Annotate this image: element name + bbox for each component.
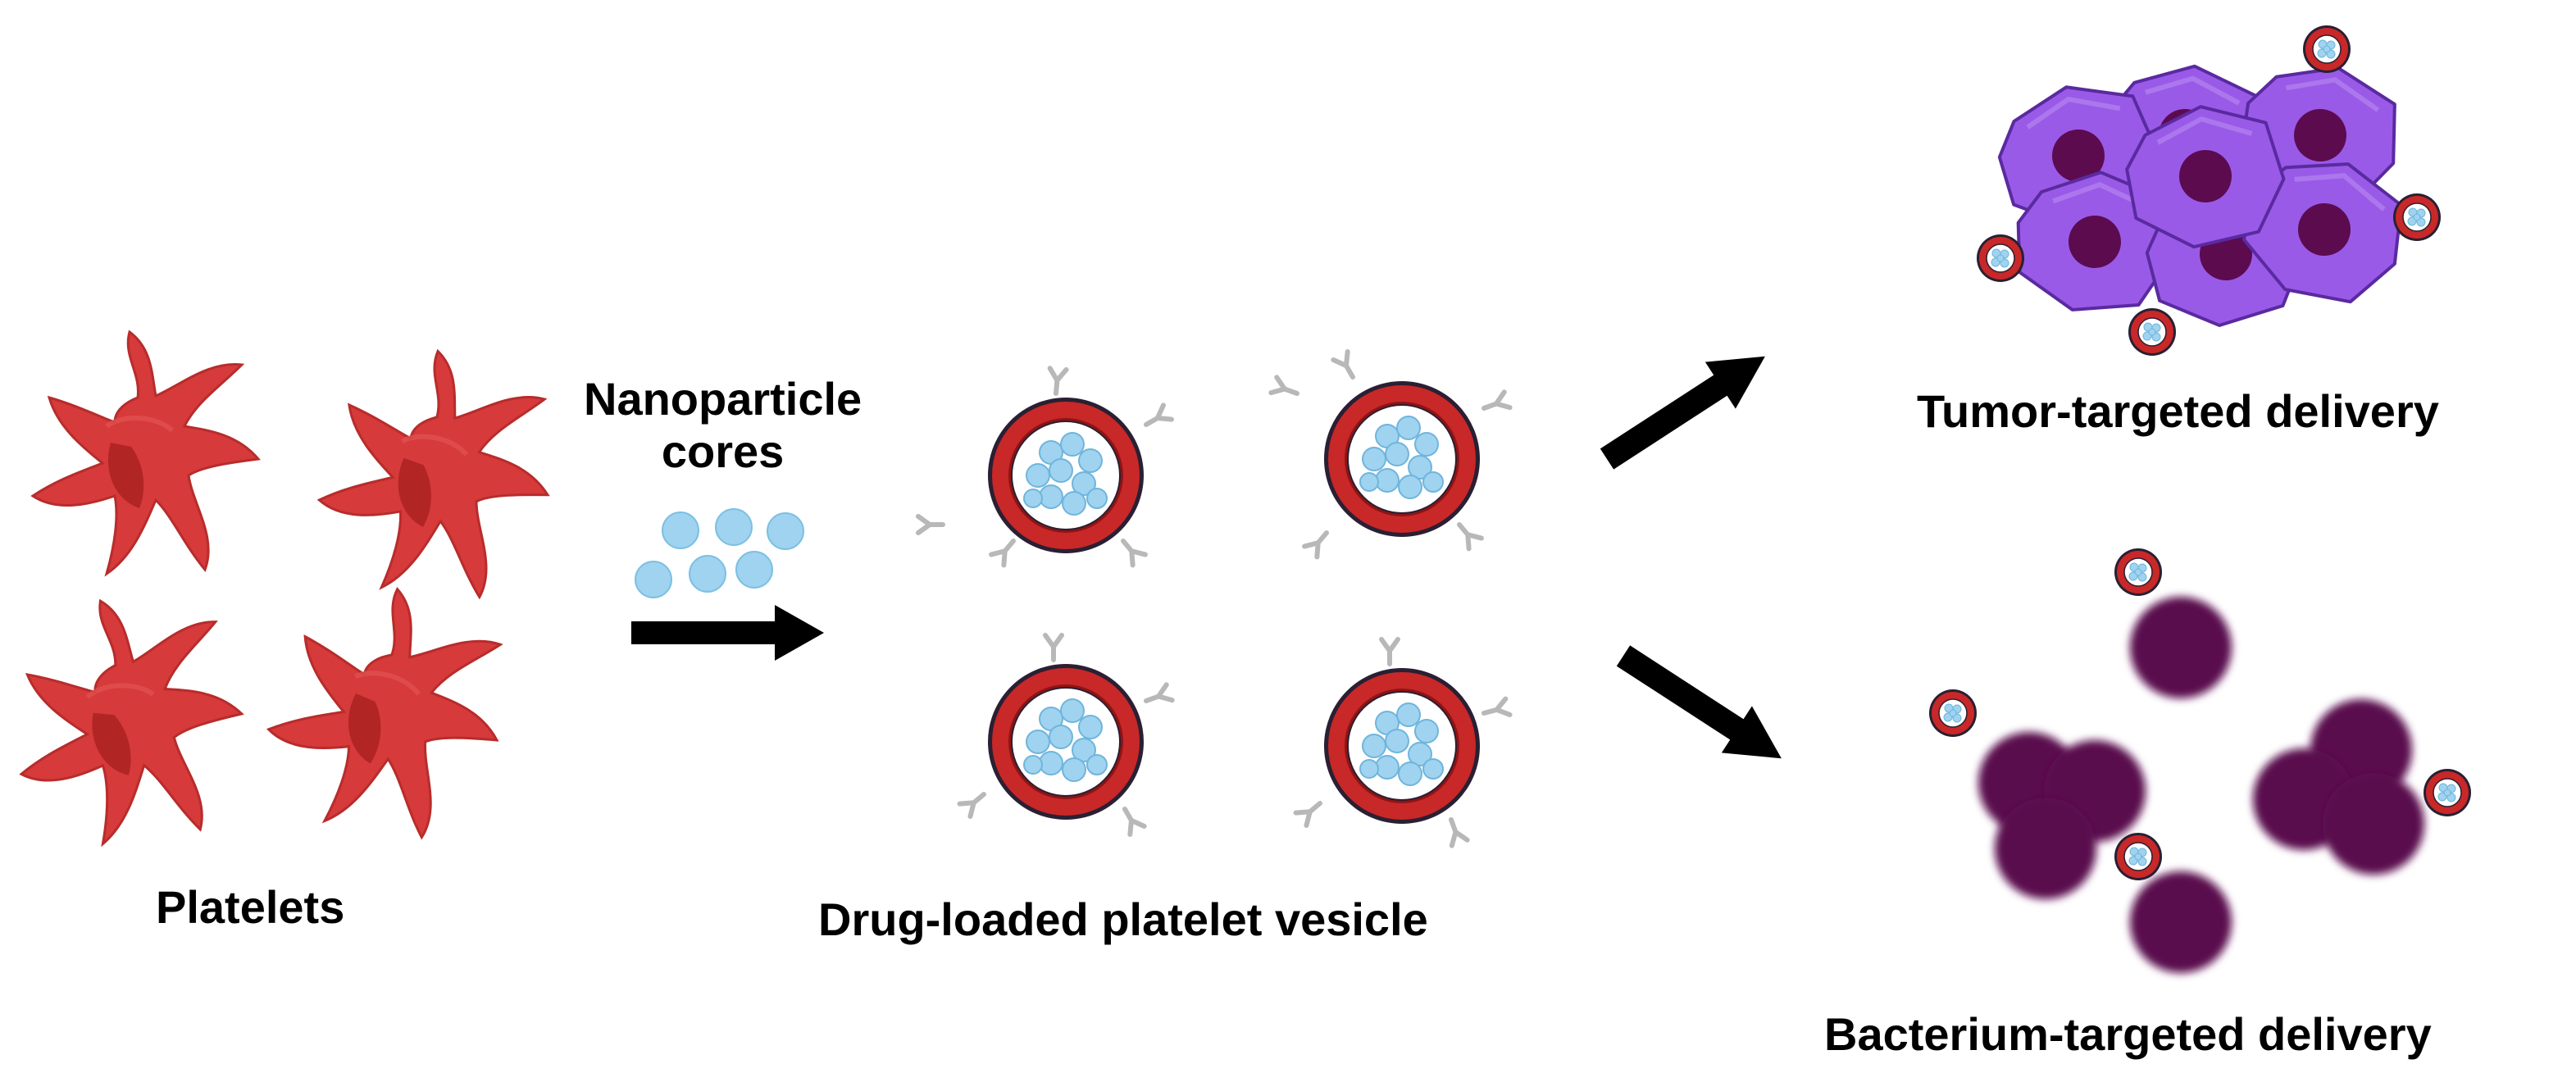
vesicle — [960, 635, 1172, 834]
small-vesicle — [2392, 193, 2442, 242]
bacterium — [1995, 798, 2096, 899]
nanoparticle-cores — [635, 508, 804, 598]
arrow-to-tumor — [1600, 356, 1765, 470]
tumor-cluster — [1990, 48, 2422, 334]
label-nanoparticle-line2: cores — [661, 425, 785, 478]
label-nanoparticle-cores: Nanoparticle cores — [584, 373, 862, 479]
platelet-group — [4, 332, 565, 852]
label-nanoparticle-line1: Nanoparticle — [584, 373, 862, 425]
small-vesicle — [2114, 548, 2163, 597]
small-vesicle — [1976, 234, 2025, 283]
platelet — [308, 338, 565, 608]
arrow-to-vesicle — [631, 605, 824, 661]
vesicle — [1271, 352, 1509, 557]
vesicle — [918, 368, 1172, 565]
platelet — [33, 332, 258, 574]
small-vesicle — [2114, 832, 2163, 881]
small-vesicle — [1928, 689, 1978, 738]
label-bacterium: Bacterium-targeted delivery — [1824, 1008, 2432, 1060]
label-platelets: Platelets — [156, 881, 345, 933]
small-vesicle — [2128, 307, 2177, 357]
platelet — [253, 569, 523, 852]
small-vesicle — [2423, 768, 2472, 817]
label-tumor: Tumor-targeted delivery — [1917, 385, 2439, 437]
bacterium — [2323, 773, 2424, 875]
bacteria-group — [1978, 597, 2424, 973]
vesicle — [1296, 639, 1510, 846]
label-vesicle: Drug-loaded platelet vesicle — [818, 893, 1428, 945]
arrow-to-bacterium — [1616, 645, 1782, 759]
vesicle-group — [918, 352, 1510, 846]
bacterium — [2130, 597, 2232, 698]
small-vesicle — [2302, 25, 2351, 74]
platelet — [4, 588, 253, 852]
bacterium — [2130, 871, 2232, 973]
